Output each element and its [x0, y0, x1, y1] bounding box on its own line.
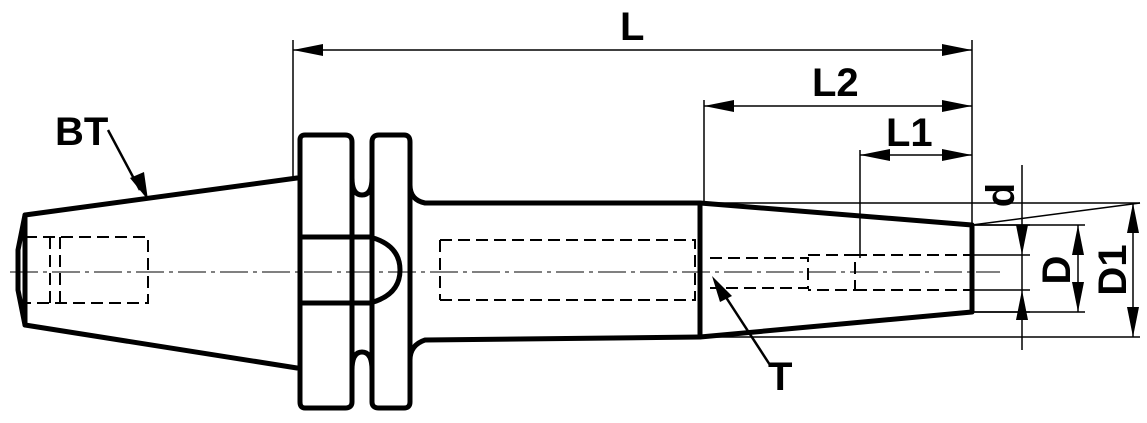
extension-lines: [292, 40, 1141, 338]
body: [439, 200, 703, 340]
label-T: T: [768, 355, 792, 399]
dimension-L2: L2: [704, 61, 972, 112]
label-L2: L2: [812, 61, 859, 105]
dimension-L1: L1: [860, 111, 972, 161]
dimension-D1: D1: [1091, 203, 1139, 337]
label-D: D: [1035, 256, 1079, 285]
label-L: L: [620, 5, 644, 49]
leader-T: T: [712, 276, 792, 399]
bt-taper-shank: [15, 175, 300, 371]
label-D1: D1: [1091, 244, 1135, 295]
label-L1: L1: [886, 111, 933, 155]
leader-BT: BT: [55, 110, 148, 200]
dimension-D: D: [1035, 225, 1084, 312]
collet-nose: [697, 200, 975, 340]
dimension-d: d: [972, 165, 1030, 350]
dimension-L: L: [293, 5, 972, 56]
label-BT: BT: [55, 110, 108, 154]
label-d: d: [979, 183, 1023, 207]
